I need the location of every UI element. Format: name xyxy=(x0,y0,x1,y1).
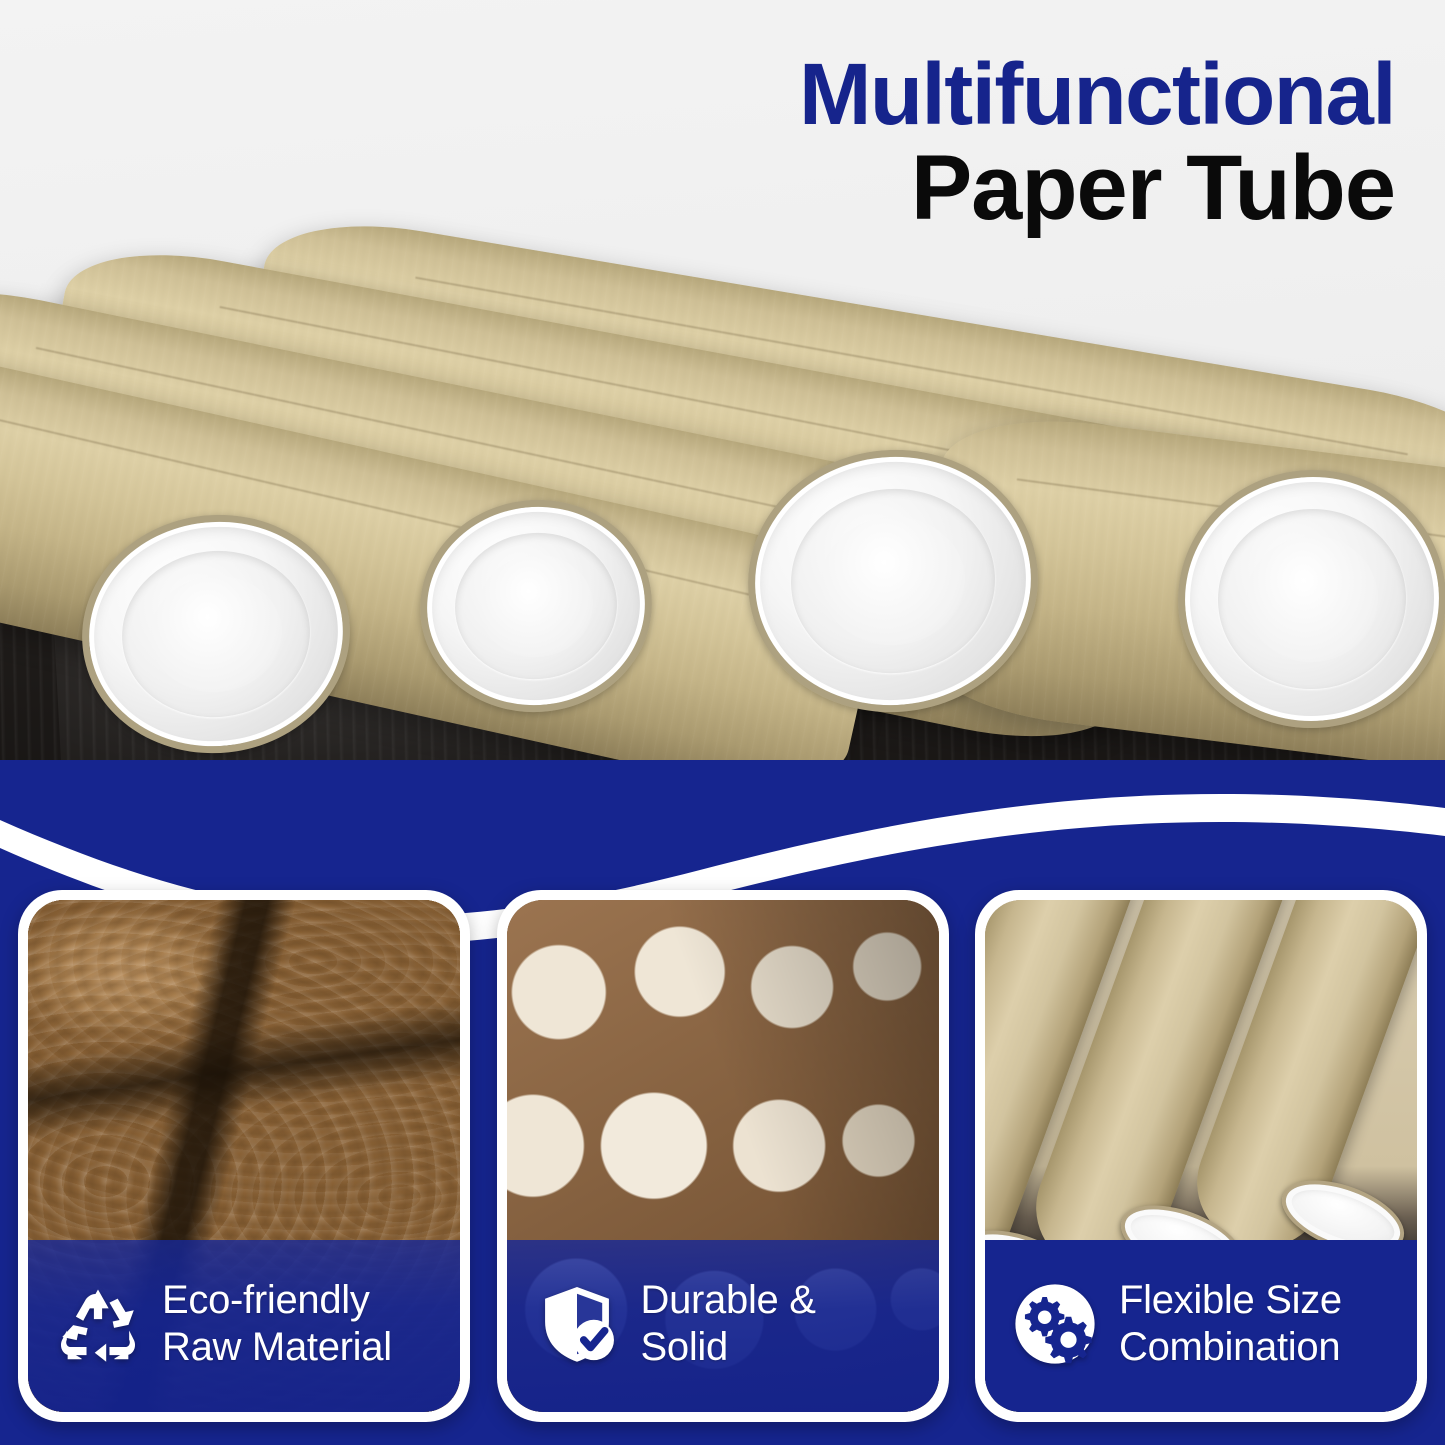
recycle-icon xyxy=(52,1278,144,1370)
feature-label-line-2: Raw Material xyxy=(162,1325,392,1369)
feature-caption: Flexible Size Combination xyxy=(985,1240,1417,1412)
feature-caption-text: Flexible Size Combination xyxy=(1119,1277,1342,1371)
feature-label-line-2: Combination xyxy=(1119,1325,1341,1369)
feature-card-inner: Durable & Solid xyxy=(506,900,939,1412)
feature-label-line-1: Durable & xyxy=(640,1277,816,1322)
feature-caption-text: Eco-friendly Raw Material xyxy=(162,1277,392,1371)
feature-card-inner: Flexible Size Combination xyxy=(985,900,1417,1412)
page-title: Multifunctional Paper Tube xyxy=(798,46,1397,240)
shield-check-icon xyxy=(531,1278,623,1370)
feature-card-eco-friendly[interactable]: Eco-friendly Raw Material xyxy=(18,890,470,1422)
feature-label-line-2: Solid xyxy=(640,1325,729,1369)
feature-card-list: Eco-friendly Raw Material xyxy=(0,890,1445,1435)
title-line-1: Multifunctional xyxy=(798,46,1397,143)
feature-caption-text: Durable & Solid xyxy=(641,1277,816,1371)
hero-product-photo: Multifunctional Paper Tube xyxy=(0,0,1445,880)
feature-card-flexible-size[interactable]: Flexible Size Combination xyxy=(975,890,1427,1422)
feature-label-line-1: Eco-friendly xyxy=(162,1277,370,1322)
feature-label-line-1: Flexible Size xyxy=(1119,1277,1342,1322)
feature-caption: Eco-friendly Raw Material xyxy=(28,1240,460,1412)
feature-card-durable-solid[interactable]: Durable & Solid xyxy=(496,890,949,1422)
gears-icon xyxy=(1009,1278,1101,1370)
feature-caption: Durable & Solid xyxy=(506,1240,939,1412)
title-line-2: Paper Tube xyxy=(910,137,1396,240)
feature-card-inner: Eco-friendly Raw Material xyxy=(28,900,460,1412)
